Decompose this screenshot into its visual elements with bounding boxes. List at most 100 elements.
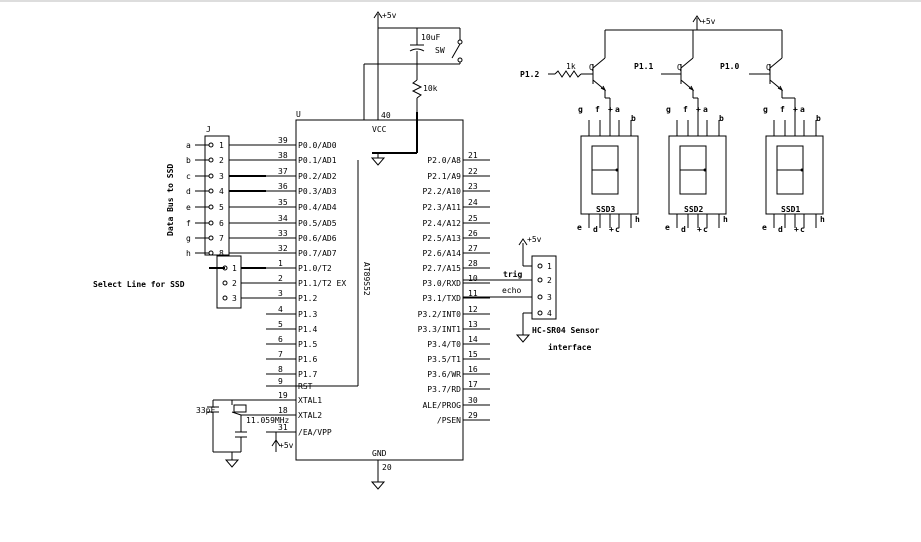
mcu-pin-number: 34	[278, 214, 288, 223]
ssd-pin-letter: f	[780, 105, 785, 114]
sensor-pin-icon	[537, 310, 543, 316]
data-bus-label: Data Bus to SSD	[166, 164, 175, 236]
sensor-pin-number: 1	[547, 262, 552, 271]
mcu-pin-number: 26	[468, 229, 478, 238]
mcu-right-pins: 21P2.0/A822P2.1/A923P2.2/A1024P2.3/A1125…	[418, 151, 490, 425]
sensor-pins: 1 2 3 4	[537, 262, 552, 318]
sensor-pin-icon	[537, 277, 543, 283]
mcu-pin-name: P2.6/A14	[422, 249, 461, 258]
sensor-pin-icon	[537, 294, 543, 300]
mcu-pin-number: 11	[468, 289, 478, 298]
j-pin-icon	[208, 157, 214, 163]
transistor-port-label: P1.2	[520, 70, 539, 79]
transistor-emitter	[769, 79, 783, 91]
bus-letter: f	[186, 219, 191, 228]
bus-letter: e	[186, 203, 191, 212]
mcu-pin-name: P2.2/A10	[422, 187, 461, 196]
mcu-pin-name: P0.6/AD6	[298, 234, 337, 243]
ssd-vcc-arrow-icon	[692, 15, 702, 23]
mcu-pin-number: 24	[468, 198, 478, 207]
mcu-pin-name: P2.0/A8	[427, 156, 461, 165]
sensor-pin-number: 2	[547, 276, 552, 285]
mcu-pin-number: 31	[278, 423, 288, 432]
ssd-pin-letter: b	[631, 114, 636, 123]
mcu-pin-number: 36	[278, 182, 288, 191]
mcu-pin-name: P0.3/AD3	[298, 187, 337, 196]
transistor-q-label: Q	[677, 63, 682, 72]
reset-switch-icon[interactable]	[451, 43, 461, 59]
ssd-pin-letter: c	[703, 225, 708, 234]
mcu-pin-number: 8	[278, 365, 283, 374]
transistor-emitter	[680, 79, 694, 91]
mcu-part: AT89S52	[362, 262, 371, 296]
ssd-dot-icon	[703, 168, 707, 172]
j-select-pin-number: 3	[232, 294, 237, 303]
sw-contact-bottom	[457, 57, 463, 63]
mcu-pin-name: P3.6/WR	[427, 370, 461, 379]
mcu-pin-name: P3.1/TXD	[422, 294, 461, 303]
mcu-vcc-label: VCC	[372, 125, 387, 134]
ssd-pin-letter: g	[666, 105, 671, 114]
ssd-pin-letter: +	[609, 225, 614, 234]
sensor-pin-number: 4	[547, 309, 552, 318]
j-select-pin-icon	[222, 295, 228, 301]
sw-contact-top	[457, 39, 463, 45]
ea-vcc-arrow-icon	[271, 439, 281, 447]
transistor-collector	[769, 57, 783, 69]
xtal-lead-bottom	[231, 411, 242, 416]
mcu-pin-number: 13	[468, 320, 478, 329]
ssd-dot-icon	[800, 168, 804, 172]
mcu-pin-number: 29	[468, 411, 478, 420]
mcu-pin-number: 21	[468, 151, 478, 160]
mcu-pin-number: 7	[278, 350, 283, 359]
ssd-pin-letter: g	[763, 105, 768, 114]
mcu-pin-name: P1.3	[298, 310, 317, 319]
transistor-q-label: Q	[589, 63, 594, 72]
mcu-pin-number: 2	[278, 274, 283, 283]
j-pin-number: 2	[219, 156, 224, 165]
mcu-pin-name: P3.7/RD	[427, 385, 461, 394]
bus-letter: h	[186, 249, 191, 258]
crystal-freq-label: 11.059MHz	[246, 416, 290, 425]
reset-cap-plate2	[409, 48, 425, 52]
gnd-crystal-icon	[224, 459, 240, 468]
ssd-pin-letter: b	[719, 114, 724, 123]
ssd-pin-letter: c	[615, 225, 620, 234]
mcu-gnd-label: GND	[372, 449, 387, 458]
ssd-pin-letter: +	[697, 225, 702, 234]
ssd-pin-letter: d	[593, 225, 598, 234]
transistor-q-label: Q	[766, 63, 771, 72]
sensor-connector	[531, 255, 557, 320]
mcu-pin-name: P2.5/A13	[422, 234, 461, 243]
j-select-pin-number: 2	[232, 279, 237, 288]
sensor-subtitle: interface	[548, 342, 592, 352]
vcc-top-label: +5v	[382, 11, 397, 20]
ssd-pin-letter: h	[820, 215, 825, 224]
mcu-pin-number: 10	[468, 274, 478, 283]
j-pin-number: 7	[219, 234, 224, 243]
ssd-label: SSD2	[684, 205, 703, 214]
ssd-pin-letter: d	[778, 225, 783, 234]
mcu-ref: U	[296, 110, 301, 119]
mcu-pin-number: 30	[468, 396, 478, 405]
mcu-pin-name: P0.7/AD7	[298, 249, 337, 258]
transistor-port-label: P1.0	[720, 62, 739, 71]
gnd-sensor-icon	[515, 334, 531, 343]
mcu-pin-name: P1.1/T2 EX	[298, 279, 346, 288]
ssd-body	[765, 135, 824, 215]
j-pin-icon	[208, 173, 214, 179]
mcu-pin-name: P0.5/AD5	[298, 219, 337, 228]
ssd-pin-letter: g	[578, 105, 583, 114]
bus-letter: c	[186, 172, 191, 181]
mcu-pin-number: 17	[468, 380, 478, 389]
j-pin-number: 4	[219, 187, 224, 196]
select-line-label: Select Line for SSD	[93, 279, 185, 289]
mcu-pin-name: P1.6	[298, 355, 317, 364]
j-pin-icon	[208, 188, 214, 194]
sensor-pin-number: 3	[547, 293, 552, 302]
mcu-pin-name: XTAL2	[298, 411, 322, 420]
ssd-pin-letter: d	[681, 225, 686, 234]
mcu-pin-number: 14	[468, 335, 478, 344]
mcu-gnd-pin: 20	[382, 463, 392, 472]
mcu-pin-number: 9	[278, 377, 283, 386]
